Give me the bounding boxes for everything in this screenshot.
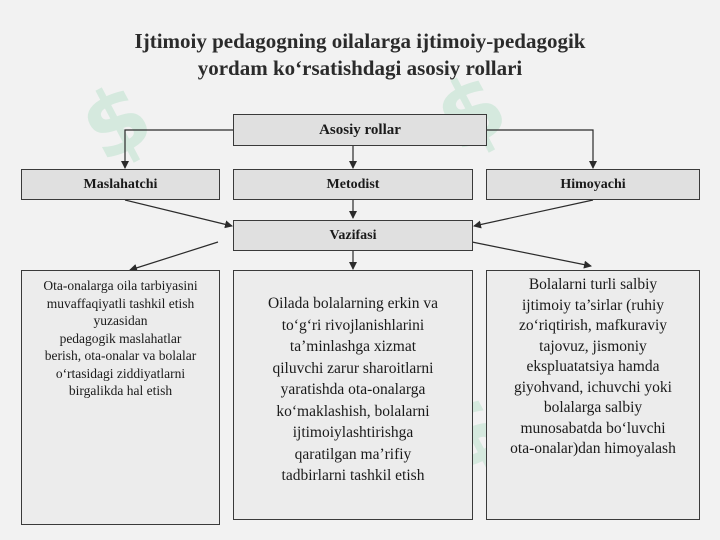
arrow-root-to-maslahatchi [121,129,234,169]
role-label: Maslahatchi [83,176,158,192]
detail-text: Bolalarni turli salbiy ijtimoiy ta’sirla… [510,276,676,457]
arrow-vazifasi-to-detail-1 [129,241,219,272]
arrow-maslahatchi-to-vazifasi [124,199,233,229]
detail-box-himoyachi: Bolalarni turli salbiy ijtimoiy ta’sirla… [486,270,700,520]
role-box-metodist: Metodist [233,169,473,200]
detail-text: Oilada bolalarning erkin va to‘g‘ri rivo… [267,295,438,484]
title-line-2: yordam ko‘rsatishdagi asosiy rollari [197,56,523,80]
arrow-himoyachi-to-vazifasi [473,199,594,229]
role-box-maslahatchi: Maslahatchi [21,169,220,200]
role-box-himoyachi: Himoyachi [486,169,700,200]
detail-text: Ota-onalarga oila tarbiyasini muvaffaqiy… [43,278,198,398]
detail-box-metodist: Oilada bolalarning erkin va to‘g‘ri rivo… [233,270,473,520]
tasks-label: Vazifasi [329,227,377,243]
root-box-asosiy-rollar: Asosiy rollar [233,114,487,146]
arrow-root-to-himoyachi [486,129,597,169]
tasks-box-vazifasi: Vazifasi [233,220,473,251]
title-line-1: Ijtimoiy pedagogning oilalarga ijtimoiy-… [134,29,586,53]
root-label: Asosiy rollar [319,121,401,138]
role-label: Himoyachi [560,176,626,192]
role-label: Metodist [326,176,380,192]
page-title: Ijtimoiy pedagogning oilalarga ijtimoiy-… [0,28,720,82]
arrow-vazifasi-to-detail-3 [471,241,592,269]
detail-box-maslahatchi: Ota-onalarga oila tarbiyasini muvaffaqiy… [21,270,220,525]
